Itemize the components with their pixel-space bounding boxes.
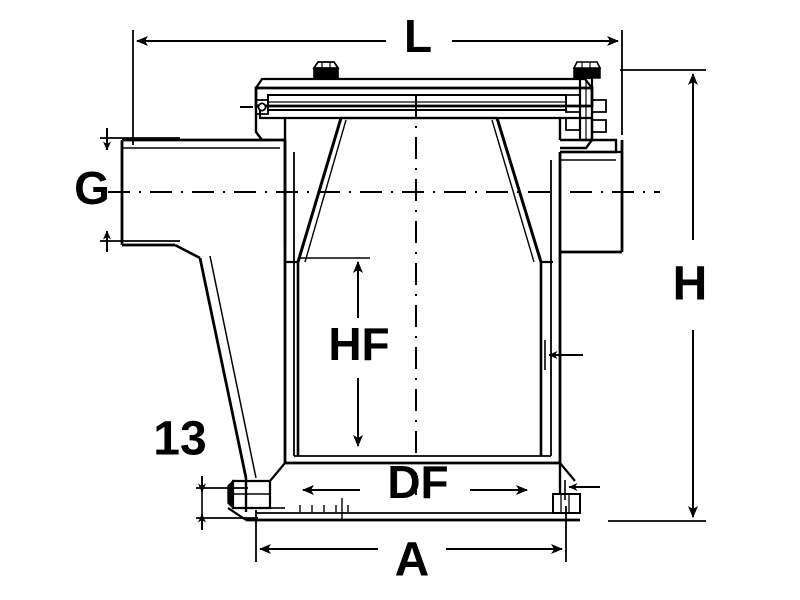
strainer-body-geometry — [120, 61, 624, 522]
dimension-A — [255, 506, 567, 562]
dimension-13 — [196, 476, 258, 530]
dimension-L — [132, 30, 623, 145]
centerlines — [108, 95, 660, 500]
dimension-label-13: 13 — [153, 413, 206, 466]
mounting-foot-right — [552, 463, 581, 514]
dimension-label-A: A — [395, 534, 430, 587]
body-housing — [283, 140, 562, 465]
dimension-label-HF: HF — [328, 318, 389, 370]
dimension-label-G: G — [74, 162, 110, 214]
base-detail-ticks — [299, 498, 349, 520]
swing-clamp-bolt — [565, 61, 607, 142]
dimension-G — [100, 128, 180, 252]
unlabeled-dimension-foot-thickness — [564, 480, 600, 500]
dimension-H — [608, 69, 706, 522]
drain-leg — [198, 255, 257, 479]
dimension-label-L: L — [404, 10, 432, 62]
dimension-HF — [300, 257, 370, 447]
dimension-label-DF: DF — [387, 456, 448, 508]
top-hex-bolt — [312, 61, 340, 80]
outlet-pipe-flange — [560, 140, 624, 254]
dimension-label-H: H — [673, 258, 708, 311]
unlabeled-dimension-wall-thickness — [544, 340, 583, 370]
base-plate — [246, 462, 580, 522]
